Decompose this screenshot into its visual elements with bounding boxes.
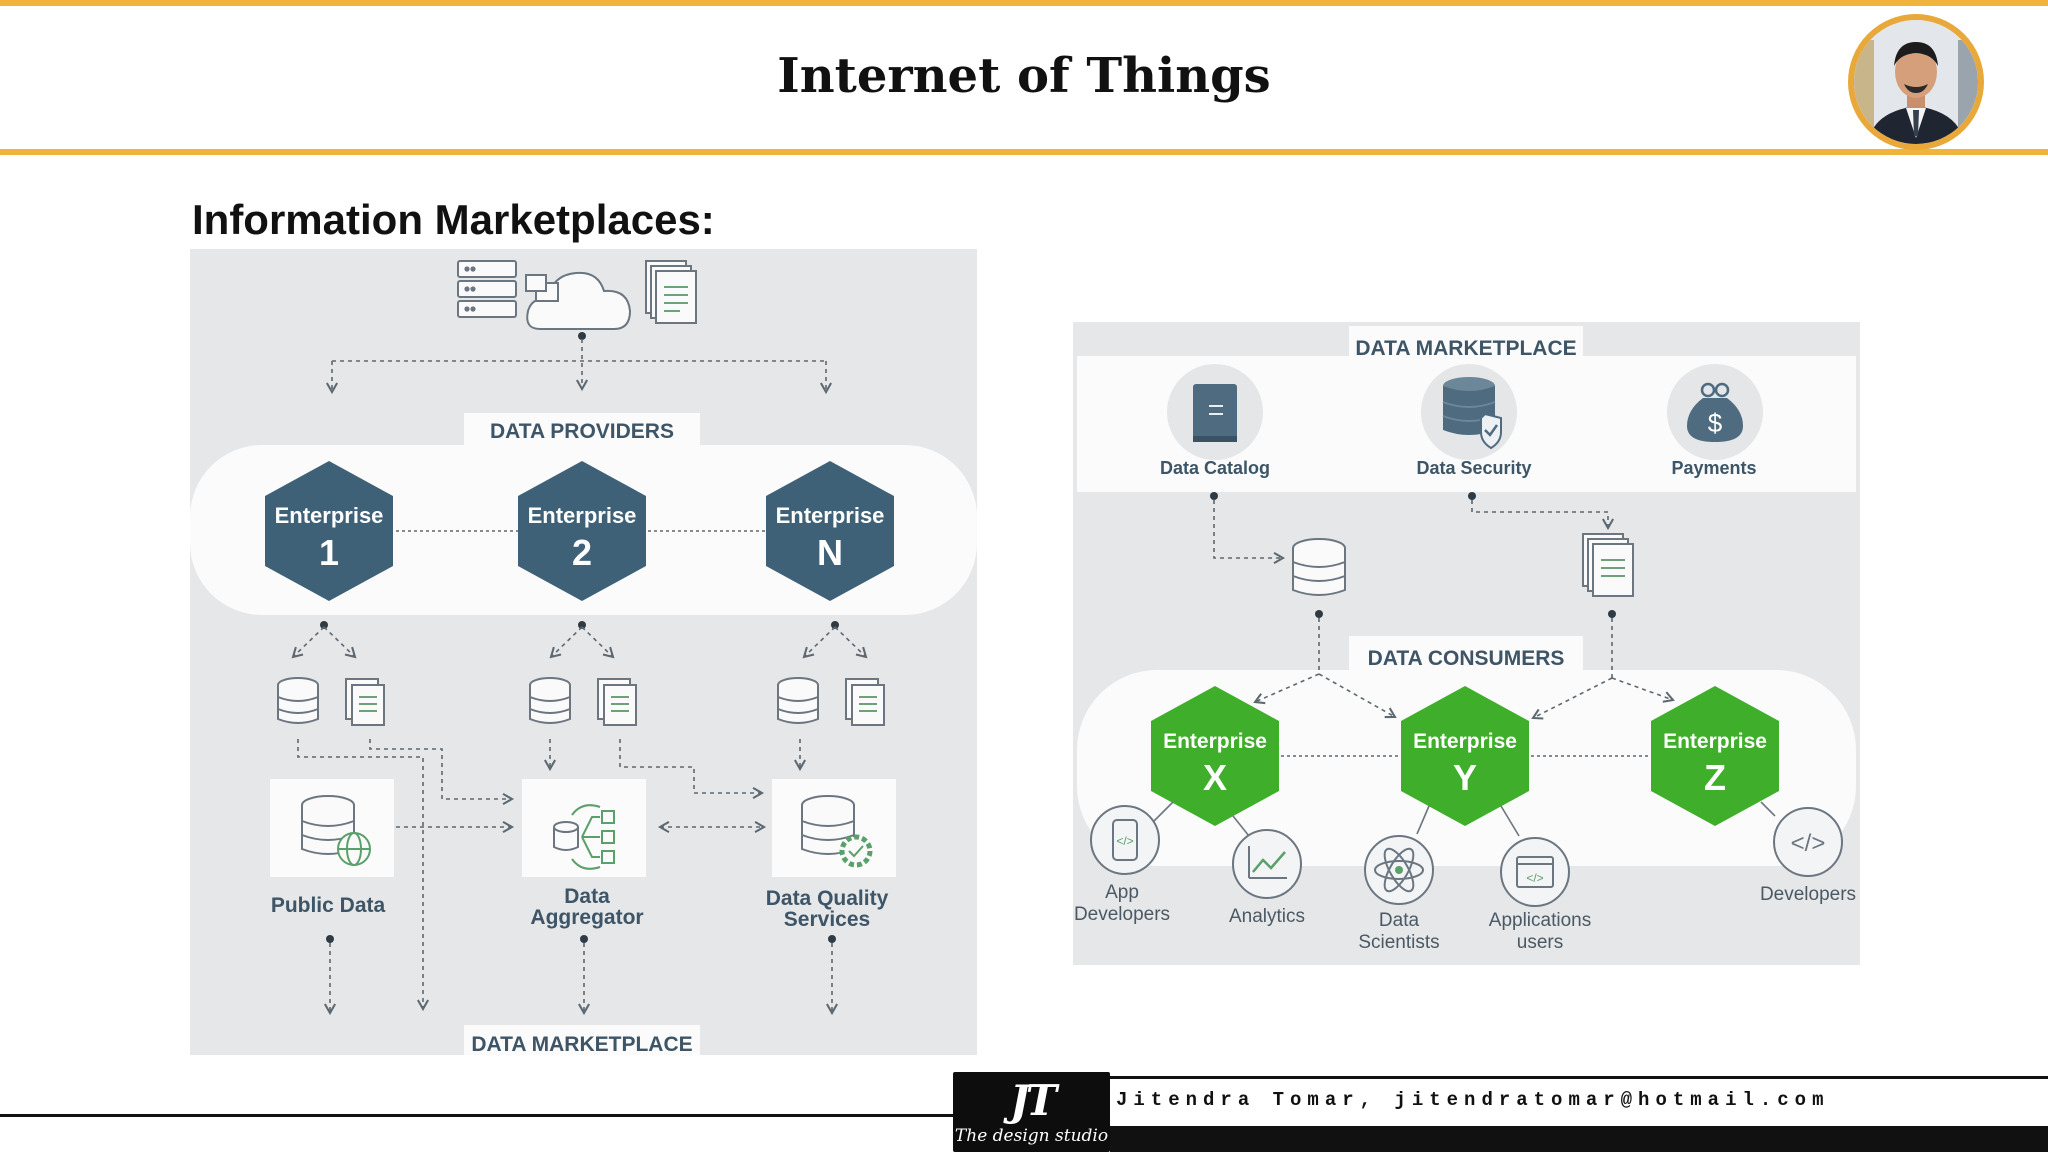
studio-logo xyxy=(953,1072,1110,1152)
enterprise-y-hexagon: Enterprise Y xyxy=(1401,686,1529,826)
document-icon xyxy=(597,678,637,726)
documents-icon xyxy=(645,260,697,324)
svg-text:</>: </> xyxy=(1791,830,1826,857)
author-credit: Jitendra Tomar, jitendratomar@hotmail.co… xyxy=(1116,1089,1830,1111)
applications-users-label-line2: users xyxy=(1517,932,1563,953)
data-scientists-label: Data xyxy=(1379,910,1420,931)
svg-text:</>: </> xyxy=(1526,871,1543,885)
code-brackets-icon: </> xyxy=(1773,807,1843,877)
top-accent-rule xyxy=(0,0,2048,6)
data-marketplace-label-right: DATA MARKETPLACE xyxy=(1355,337,1576,360)
public-data-label: Public Data xyxy=(271,894,386,917)
svg-text:1: 1 xyxy=(319,532,339,573)
data-aggregator-label-line2: Aggregator xyxy=(530,906,643,929)
footer-rule xyxy=(0,1114,954,1117)
data-quality-label: Data Quality xyxy=(766,887,889,910)
aggregator-icon xyxy=(553,804,615,870)
page-title: Internet of Things xyxy=(777,48,1271,104)
developers-label: Developers xyxy=(1760,884,1856,905)
database-globe-icon xyxy=(301,795,371,866)
enterprise-2-hexagon: Enterprise 2 xyxy=(518,461,646,601)
app-developers-label: App xyxy=(1105,882,1139,903)
data-providers-diagram: DATA PROVIDERS Enterprise 1 Enterprise 2… xyxy=(190,249,977,1056)
data-scientists-label-line2: Scientists xyxy=(1358,932,1439,953)
line-chart-icon xyxy=(1232,829,1302,899)
applications-users-label: Applications xyxy=(1489,910,1591,931)
database-shield-icon xyxy=(1442,377,1502,450)
svg-text:X: X xyxy=(1203,757,1227,798)
slide-subtitle: Information Marketplaces: xyxy=(192,196,715,243)
cloud-icon xyxy=(525,271,632,330)
svg-text:Enterprise: Enterprise xyxy=(1163,730,1267,753)
app-developers-label-line2: Developers xyxy=(1074,904,1170,925)
svg-text:Enterprise: Enterprise xyxy=(776,503,885,528)
document-icon xyxy=(845,678,885,726)
svg-text:$: $ xyxy=(1708,408,1723,438)
analytics-label: Analytics xyxy=(1229,906,1305,927)
data-aggregator-label: Data xyxy=(564,885,610,908)
book-icon xyxy=(1193,384,1237,442)
database-icon xyxy=(529,677,571,724)
data-catalog-label: Data Catalog xyxy=(1160,458,1270,478)
documents-icon xyxy=(1582,533,1634,597)
header-accent-rule xyxy=(0,149,2048,155)
svg-text:Y: Y xyxy=(1453,757,1477,798)
svg-text:Z: Z xyxy=(1704,757,1726,798)
svg-text:</>: </> xyxy=(1116,834,1133,848)
footer-bar xyxy=(1110,1126,2048,1152)
studio-logo-mark: JT xyxy=(1009,1076,1057,1125)
data-security-label: Data Security xyxy=(1416,458,1531,478)
enterprise-x-hexagon: Enterprise X xyxy=(1151,686,1279,826)
data-consumers-label: DATA CONSUMERS xyxy=(1368,647,1565,670)
data-quality-label-line2: Services xyxy=(784,908,870,931)
svg-text:Enterprise: Enterprise xyxy=(1663,730,1767,753)
enterprise-1-hexagon: Enterprise 1 xyxy=(265,461,393,601)
data-consumers-diagram: DATA MARKETPLACE $ Data Catalog Data Sec… xyxy=(1073,322,1860,965)
avatar xyxy=(1848,14,1984,150)
data-providers-label: DATA PROVIDERS xyxy=(490,420,674,443)
svg-text:N: N xyxy=(817,532,843,573)
payments-label: Payments xyxy=(1671,458,1756,478)
database-icon xyxy=(277,677,319,724)
enterprise-n-hexagon: Enterprise N xyxy=(766,461,894,601)
studio-logo-tagline: The design studio xyxy=(954,1126,1109,1146)
money-bag-icon: $ xyxy=(1687,382,1743,442)
database-gear-icon xyxy=(801,795,873,868)
svg-text:Enterprise: Enterprise xyxy=(275,503,384,528)
server-rack-icon xyxy=(457,260,517,318)
database-icon xyxy=(1292,538,1346,596)
database-icon xyxy=(777,677,819,724)
document-icon xyxy=(345,678,385,726)
footer-rule-right xyxy=(1110,1076,2048,1079)
data-marketplace-label-left: DATA MARKETPLACE xyxy=(471,1033,692,1055)
svg-text:Enterprise: Enterprise xyxy=(1413,730,1517,753)
svg-text:2: 2 xyxy=(572,532,592,573)
atom-icon xyxy=(1364,835,1434,905)
mobile-code-icon: </> xyxy=(1090,805,1160,875)
browser-code-icon: </> xyxy=(1500,837,1570,907)
svg-text:Enterprise: Enterprise xyxy=(528,503,637,528)
enterprise-z-hexagon: Enterprise Z xyxy=(1651,686,1779,826)
